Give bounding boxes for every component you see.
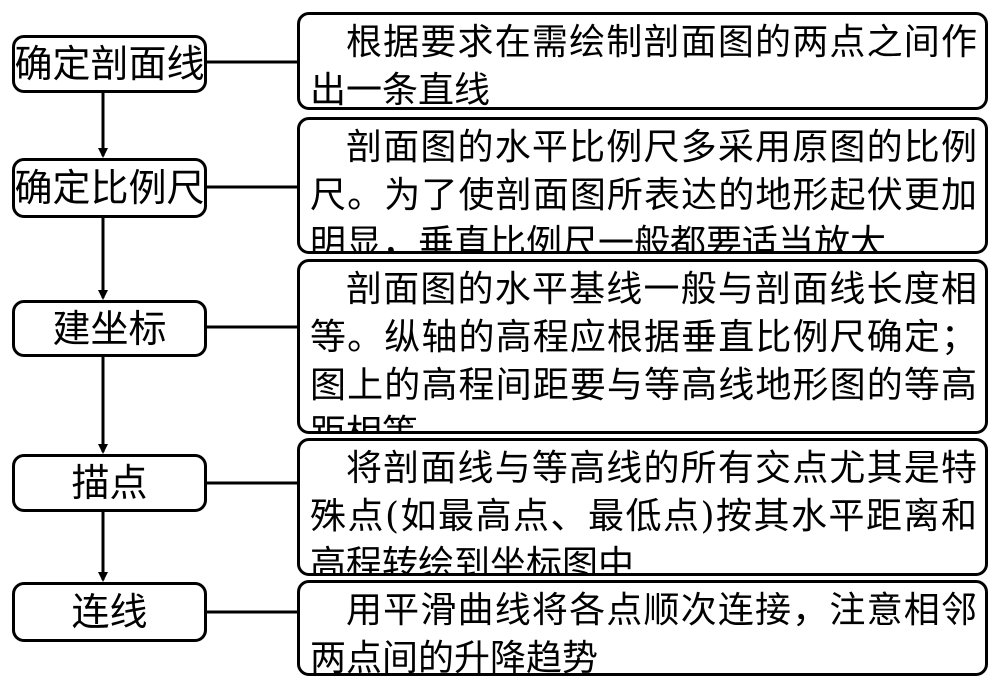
step-box-1: 确定剖面线 <box>12 35 207 93</box>
desc-box-3: 剖面图的水平基线一般与剖面线长度相等。纵轴的高程应根据垂直比例尺确定；图上的高程… <box>297 259 988 434</box>
step-label-3: 建坐标 <box>52 306 167 351</box>
step-label-1: 确定剖面线 <box>14 42 205 86</box>
desc-box-5: 用平滑曲线将各点顺次连接，注意相邻两点间的升降趋势 <box>297 580 988 676</box>
desc-text-3: 剖面图的水平基线一般与剖面线长度相等。纵轴的高程应根据垂直比例尺确定；图上的高程… <box>310 269 977 434</box>
step-box-2: 确定比例尺 <box>12 158 207 218</box>
desc-text-4: 将剖面线与等高线的所有交点尤其是特殊点(如最高点、最低点)按其水平距离和高程转绘… <box>310 448 977 576</box>
desc-box-4: 将剖面线与等高线的所有交点尤其是特殊点(如最高点、最低点)按其水平距离和高程转绘… <box>297 438 988 576</box>
step-label-5: 连线 <box>71 590 148 634</box>
step-label-2: 确定比例尺 <box>14 166 205 210</box>
step-label-4: 描点 <box>71 461 148 505</box>
step-box-4: 描点 <box>12 454 207 512</box>
desc-box-2: 剖面图的水平比例尺多采用原图的比例尺。为了使剖面图所表达的地形起伏更加明显，垂直… <box>297 117 988 254</box>
desc-box-1: 根据要求在需绘制剖面图的两点之间作出一条直线 <box>297 12 988 110</box>
step-box-5: 连线 <box>12 582 207 642</box>
desc-text-1: 根据要求在需绘制剖面图的两点之间作出一条直线 <box>310 22 977 110</box>
desc-text-2: 剖面图的水平比例尺多采用原图的比例尺。为了使剖面图所表达的地形起伏更加明显，垂直… <box>310 127 977 254</box>
step-box-3: 建坐标 <box>12 300 207 357</box>
desc-text-5: 用平滑曲线将各点顺次连接，注意相邻两点间的升降趋势 <box>310 590 977 676</box>
